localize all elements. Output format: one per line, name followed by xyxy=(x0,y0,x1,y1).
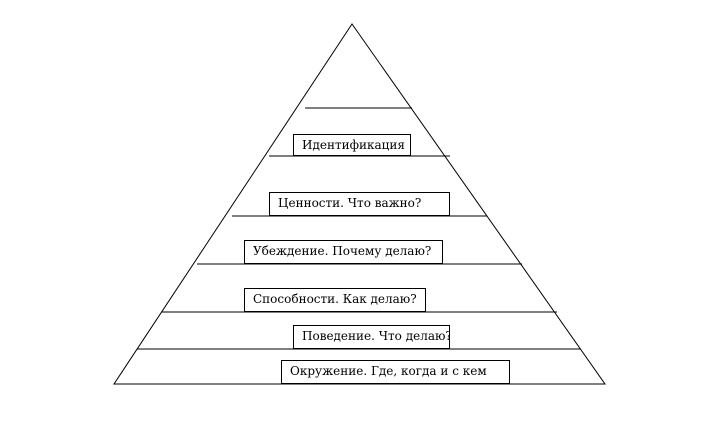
level-label-environment: Окружение. Где, когда и с кем xyxy=(281,360,510,384)
level-label-beliefs: Убеждение. Почему делаю? xyxy=(244,240,443,264)
pyramid-outline xyxy=(113,23,606,385)
level-label-behavior: Поведение. Что делаю? xyxy=(293,325,450,349)
level-divider-lines xyxy=(137,107,581,350)
level-label-capabilities: Способности. Как делаю? xyxy=(244,288,426,312)
level-label-values: Ценности. Что важно? xyxy=(269,192,450,216)
level-label-identity: Идентификация xyxy=(293,134,411,156)
